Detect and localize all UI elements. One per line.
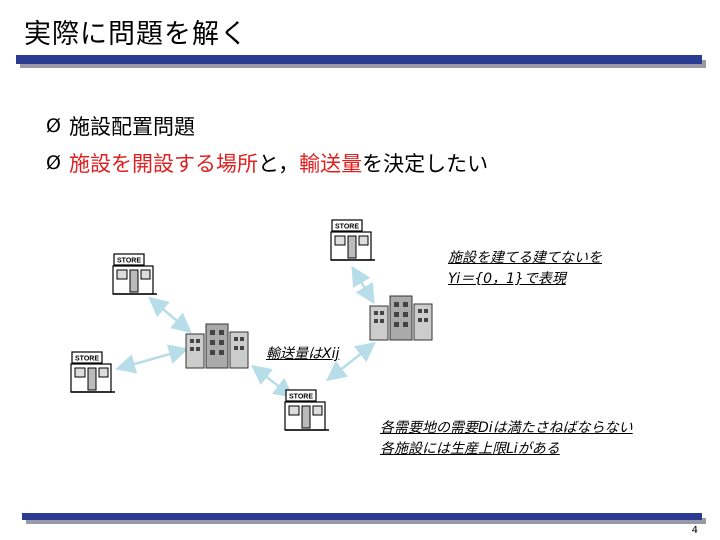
bottom-rule-shadow bbox=[26, 518, 706, 524]
arrow-factory-store-bottom bbox=[251, 364, 294, 399]
facility-building-icon bbox=[369, 295, 433, 341]
bottom-rule bbox=[22, 513, 702, 520]
note-build-decision: 施設を建てる建てないを Yi＝{0，1}で表現 bbox=[448, 248, 602, 290]
bullet-text-decide: を決定したい bbox=[362, 152, 489, 176]
facility-building-icon bbox=[185, 323, 249, 369]
page-number: 4 bbox=[691, 525, 698, 536]
store-icon: STORE bbox=[112, 253, 157, 295]
store-icon: STORE bbox=[70, 351, 115, 393]
slide-title: 実際に問題を解く bbox=[24, 19, 248, 50]
note-transport: 輸送量はXij bbox=[266, 344, 339, 365]
arrow-factory2-store-top bbox=[351, 265, 375, 305]
svg-text:STORE: STORE bbox=[335, 224, 359, 231]
note-capacity-line: 各施設には生産上限Liがある bbox=[380, 441, 560, 457]
note-build-line1: 施設を建てる建てないを bbox=[448, 250, 602, 266]
bullet-text: 施設配置問題 bbox=[68, 115, 195, 139]
arrow-factory-store-left bbox=[115, 344, 189, 374]
bullet-text-transport: 輸送量 bbox=[299, 152, 363, 176]
title-rule bbox=[16, 55, 702, 64]
note-transport-text: 輸送量はXij bbox=[266, 346, 340, 362]
note-demand-line: 各需要地の需要Diは満たさねばならない bbox=[380, 420, 633, 436]
arrow-factory2-store-bottom bbox=[326, 341, 376, 382]
svg-text:STORE: STORE bbox=[289, 394, 313, 401]
title-rule-shadow bbox=[20, 60, 706, 68]
bullet-text-location: 施設を開設する場所 bbox=[68, 152, 258, 176]
svg-text:STORE: STORE bbox=[117, 258, 141, 265]
store-icon: STORE bbox=[330, 219, 375, 261]
bullet-arrow-icon: Ø bbox=[46, 152, 61, 174]
bullet-decision: Ø 施設を開設する場所 と， 輸送量 を決定したい bbox=[46, 148, 488, 178]
bullet-arrow-icon: Ø bbox=[46, 115, 61, 137]
svg-text:STORE: STORE bbox=[75, 356, 99, 363]
bullet-text-and: と， bbox=[257, 152, 300, 176]
arrow-factory-store-topleft bbox=[148, 296, 192, 334]
store-icon: STORE bbox=[284, 389, 329, 431]
bullet-facility-location: Ø 施設配置問題 bbox=[46, 111, 195, 141]
note-build-line2: Yi＝{0，1}で表現 bbox=[448, 271, 566, 287]
note-constraints: 各需要地の需要Diは満たさねばならない 各施設には生産上限Liがある bbox=[380, 418, 633, 460]
